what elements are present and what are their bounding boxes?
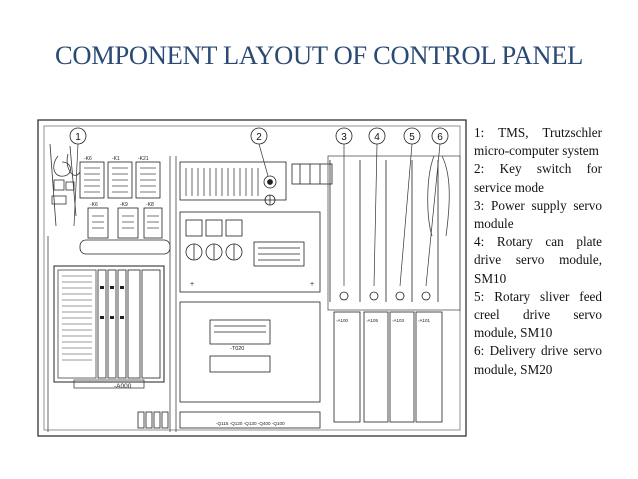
callout-1: 1 bbox=[75, 132, 81, 143]
callout-2: 2 bbox=[256, 132, 262, 143]
power-distribution: + + bbox=[179, 211, 321, 293]
svg-text:+: + bbox=[190, 281, 194, 288]
cable-duct bbox=[79, 239, 171, 255]
slide-title: COMPONENT LAYOUT OF CONTROL PANEL bbox=[54, 40, 584, 70]
terminal-blocks bbox=[137, 411, 169, 429]
servo-modules: -A100 -A105 -A103 -A101 bbox=[327, 155, 461, 423]
callout-lines bbox=[73, 143, 441, 287]
breaker-row: -Q115 -Q120 -Q130 -Q400 -Q100 bbox=[179, 411, 321, 429]
callout-markers: 1 2 3 4 5 6 bbox=[69, 127, 449, 145]
tms-computer-rack: -A000 bbox=[53, 265, 165, 390]
label-k9: -K9 bbox=[120, 202, 128, 208]
svg-text:+: + bbox=[310, 281, 314, 288]
label-bottom-row: -Q115 -Q120 -Q130 -Q400 -Q100 bbox=[216, 421, 285, 426]
callout-5: 5 bbox=[409, 132, 415, 143]
upper-right-terminals bbox=[291, 163, 333, 185]
callout-6: 6 bbox=[437, 132, 443, 143]
label-k21: -K21 bbox=[138, 156, 149, 162]
label-a100: -A100 bbox=[336, 318, 349, 323]
label-k6-mid: -K6 bbox=[90, 202, 98, 208]
tms-connectors bbox=[49, 143, 81, 227]
label-a105: -A105 bbox=[366, 318, 379, 323]
legend-item-4: 4: Rotary can plate drive servo module, … bbox=[474, 234, 602, 286]
callout-3: 3 bbox=[341, 132, 347, 143]
key-switch-area bbox=[179, 161, 287, 206]
label-k1: -K1 bbox=[112, 156, 120, 162]
relay-row-second: -K6 -K9 -K8 bbox=[87, 202, 163, 239]
callout-4: 4 bbox=[374, 132, 380, 143]
component-legend: 1: TMS, Trutzschler micro-computer syste… bbox=[474, 124, 602, 379]
label-a103: -A103 bbox=[392, 318, 405, 323]
legend-item-1: 1: TMS, Trutzschler micro-computer syste… bbox=[474, 125, 602, 159]
left-rails bbox=[47, 156, 177, 432]
legend-item-2: 2: Key switch for service mode bbox=[474, 161, 602, 195]
label-k6-top: -K6 bbox=[84, 156, 92, 162]
transformer-module: -T020 bbox=[179, 301, 321, 403]
legend-item-3: 3: Power supply servo module bbox=[474, 197, 602, 232]
legend-item-5: 5: Rotary sliver feed creel drive servo … bbox=[474, 288, 602, 341]
label-t020: -T020 bbox=[230, 346, 244, 352]
control-panel-diagram: -K6 -K1 -K21 -K6 -K9 -K8 bbox=[30, 116, 468, 441]
label-a101: -A101 bbox=[418, 318, 431, 323]
label-a000: -A000 bbox=[114, 383, 132, 390]
cabinet-frame bbox=[37, 119, 467, 437]
relay-row-top: -K6 -K1 -K21 bbox=[79, 156, 161, 199]
label-k8: -K8 bbox=[146, 202, 154, 208]
legend-item-6: 6: Delivery drive servo module, SM20 bbox=[474, 343, 602, 377]
